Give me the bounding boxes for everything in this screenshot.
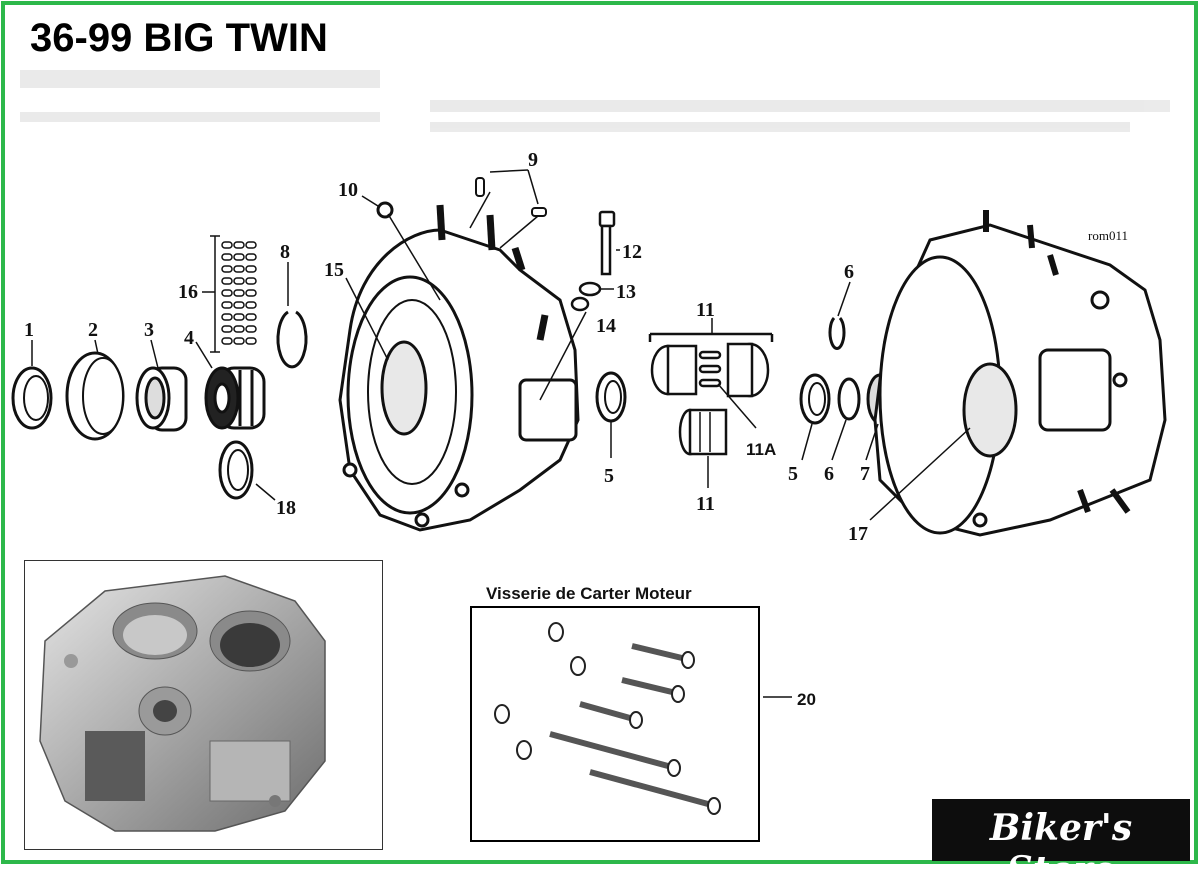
callout-4: 4: [184, 327, 194, 349]
part-6-clip: [828, 316, 846, 350]
callout-6-top: 6: [844, 261, 854, 283]
callout-17: 17: [848, 523, 868, 545]
small-nuts: [494, 622, 586, 760]
hardware-inset: [470, 606, 760, 842]
part-6-ring-right: [837, 377, 861, 421]
part-11-bearing-cages: [648, 332, 774, 456]
part-3-sleeve: [135, 366, 188, 432]
crankcase-photo: [39, 575, 326, 832]
green-border: [1, 1, 1198, 864]
callout-2: 2: [88, 319, 98, 341]
exploded-view-diagram: 1 2 3 4 5 5 6 6 7 8 9 10 11 11 11A 12 13…: [1, 1, 1198, 864]
reference-code: rom011: [1088, 228, 1128, 243]
part-8-retaining-ring: [276, 310, 308, 369]
callout-15: 15: [324, 259, 344, 281]
diagram-title: 36-99 BIG TWIN: [30, 16, 328, 60]
part-5-seal-right: [799, 373, 831, 425]
callout-5-right: 5: [788, 463, 798, 485]
crankcase-photo-inset: [24, 560, 383, 850]
callout-11-bottom: 11: [696, 493, 715, 515]
callout-11-top: 11: [696, 299, 715, 321]
callout-18: 18: [276, 497, 296, 519]
callout-14: 14: [596, 315, 616, 337]
callout-11A: 11A: [746, 440, 776, 459]
part-2-race: [65, 351, 125, 441]
callout-12: 12: [622, 241, 642, 263]
leader-lines: [31, 169, 971, 702]
hardware-drawing: [494, 622, 721, 815]
part-1-seal: [11, 366, 53, 430]
part-12-bolt: [598, 210, 616, 276]
callout-10: 10: [338, 179, 358, 201]
part-9-dowels: [475, 177, 547, 217]
part-16-rollers: [210, 235, 257, 353]
part-18-washer: [218, 440, 254, 500]
callout-7: 7: [860, 463, 870, 485]
part-13-washer: [578, 281, 602, 297]
callout-9: 9: [528, 149, 538, 171]
part-5-seal-left: [595, 371, 627, 423]
part-14-nut: [570, 296, 590, 312]
part-4-bearing: [204, 366, 266, 430]
callout-8: 8: [280, 241, 290, 263]
callout-13: 13: [616, 281, 636, 303]
right-crankcase-drawing: [873, 210, 1167, 537]
callout-1: 1: [24, 319, 34, 341]
callout-3: 3: [144, 319, 154, 341]
callout-5-left: 5: [604, 465, 614, 487]
hardware-caption: Visserie de Carter Moteur: [486, 584, 692, 603]
background-ghost: [20, 70, 1170, 132]
callout-20: 20: [797, 690, 816, 709]
store-logo-badge: Biker's Store: [932, 799, 1190, 891]
crankcase-bolts: [549, 643, 721, 815]
left-crankcase-drawing: [338, 201, 580, 532]
callout-16: 16: [178, 281, 198, 303]
callout-6-bottom: 6: [824, 463, 834, 485]
store-logo-text: Biker's Store: [989, 807, 1133, 891]
